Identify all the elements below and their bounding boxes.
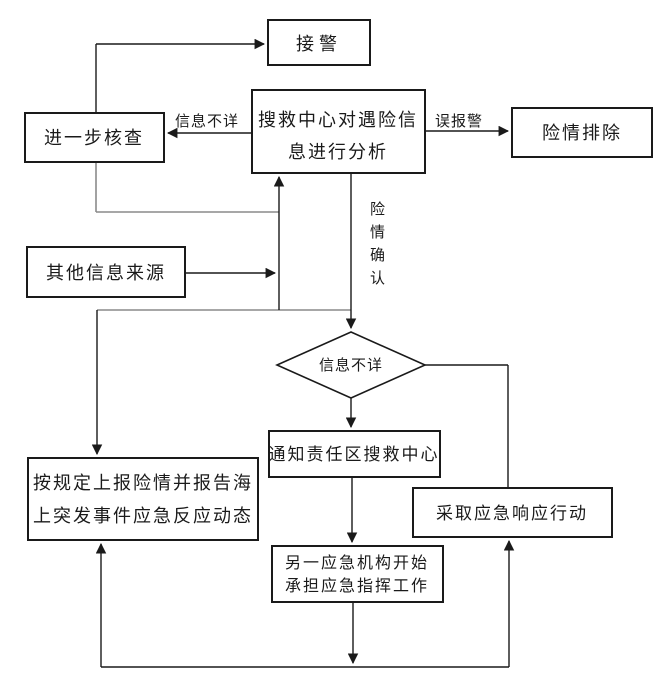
node-other-info-sources-label: 其他信息来源 [46,263,166,284]
node-another-agency [271,545,444,603]
node-another-agency-line2: 承担应急指挥工作 [285,576,429,595]
node-analyze-info-line2: 息进行分析 [288,142,388,163]
node-other-info-sources [26,246,186,298]
edge-label-info-unclear: 信息不详 [175,112,239,130]
node-analyze-info-line1: 搜救中心对遇险信 [258,110,418,131]
edge-label-danger-confirmed-char2: 情 [370,223,386,241]
node-danger-cleared-label: 险情排除 [542,123,622,144]
node-notify-sar-center-label: 通知责任区搜救中心 [269,445,440,465]
edge-label-danger-confirmed: 险 情 确 认 [370,200,386,287]
node-report-danger [27,457,259,541]
edge-label-danger-confirmed-char1: 险 [370,200,386,218]
decision-info-unclear-label: 信息不详 [319,356,383,374]
edge-label-danger-confirmed-char3: 确 [370,246,386,264]
node-report-danger-line1: 按规定上报险情并报告海 [33,473,253,494]
node-receive-alarm [267,19,371,66]
edge-label-false-alarm: 误报警 [435,112,483,130]
decision-info-unclear-diamond [275,331,427,399]
node-notify-sar-center [268,430,441,478]
node-take-response-action-label: 采取应急响应行动 [436,504,588,524]
node-danger-cleared [511,107,653,158]
node-receive-alarm-label: 接警 [296,34,342,55]
node-analyze-info [251,89,426,174]
edge-label-danger-confirmed-char4: 认 [370,269,386,287]
node-further-check [24,112,165,163]
node-further-check-label: 进一步核查 [44,128,144,149]
node-take-response-action [412,487,613,538]
node-another-agency-line1: 另一应急机构开始 [285,553,429,572]
node-report-danger-line2: 上突发事件应急反应动态 [33,506,253,527]
